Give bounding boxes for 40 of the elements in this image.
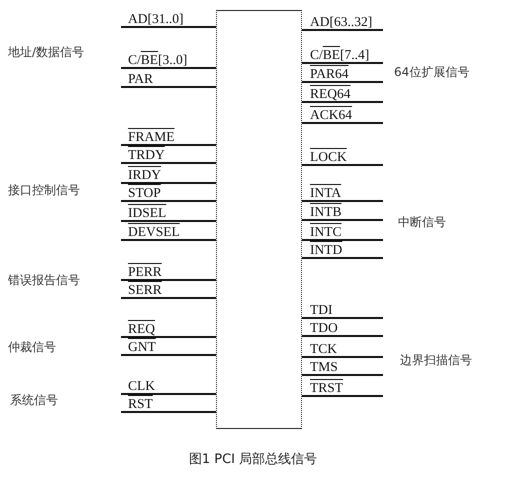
signal-name: PERR (128, 264, 162, 279)
signal-group-label: 错误报告信号 (8, 273, 80, 287)
signal-name: ACK64 (310, 107, 352, 122)
signal-name: TCK (310, 341, 337, 356)
signal-name: C/BE[7..4] (310, 47, 370, 62)
signal-name: TRDY (128, 147, 165, 162)
signal-name: REQ (128, 321, 155, 336)
signal-name: SERR (128, 282, 162, 297)
signal-name: TDO (310, 320, 338, 335)
signal-name: C/BE[3..0] (128, 52, 188, 67)
signal-name: CLK (128, 378, 155, 393)
signal-name: AD[63..32] (310, 14, 372, 29)
signal-group-label: 64位扩展信号 (394, 65, 470, 79)
signal-group-label: 接口控制信号 (8, 183, 80, 197)
signal-name: PAR (128, 71, 154, 86)
signal-name: INTA (310, 185, 342, 200)
signal-name: TRST (310, 380, 344, 395)
signal-name: INTB (310, 204, 342, 219)
signal-name: INTC (310, 224, 342, 239)
signal-name: TMS (310, 359, 338, 374)
signal-group-label: 地址/数据信号 (8, 45, 84, 59)
signal-group-label: 边界扫描信号 (400, 353, 472, 367)
signal-name: FRAME (128, 129, 175, 144)
signal-group-label: 仲裁信号 (8, 340, 56, 354)
signal-name: IDSEL (128, 205, 166, 220)
signal-name: INTD (310, 242, 342, 257)
signal-name: RST (128, 396, 153, 411)
figure-caption: 图1 PCI 局部总线信号 (188, 452, 318, 467)
signal-group-label: 系统信号 (10, 393, 58, 407)
signal-name: STOP (128, 185, 161, 200)
chip-box (216, 10, 302, 429)
signal-name: IRDY (128, 167, 161, 182)
signal-name: DEVSEL (128, 224, 180, 239)
signal-name: AD[31..0] (128, 11, 184, 26)
signal-name: REQ64 (310, 86, 350, 101)
signal-name: PAR64 (310, 66, 349, 81)
signal-name: TDI (310, 302, 332, 317)
signal-name: LOCK (310, 149, 347, 164)
signal-group-label: 中断信号 (398, 215, 446, 229)
signal-name: GNT (128, 339, 156, 354)
